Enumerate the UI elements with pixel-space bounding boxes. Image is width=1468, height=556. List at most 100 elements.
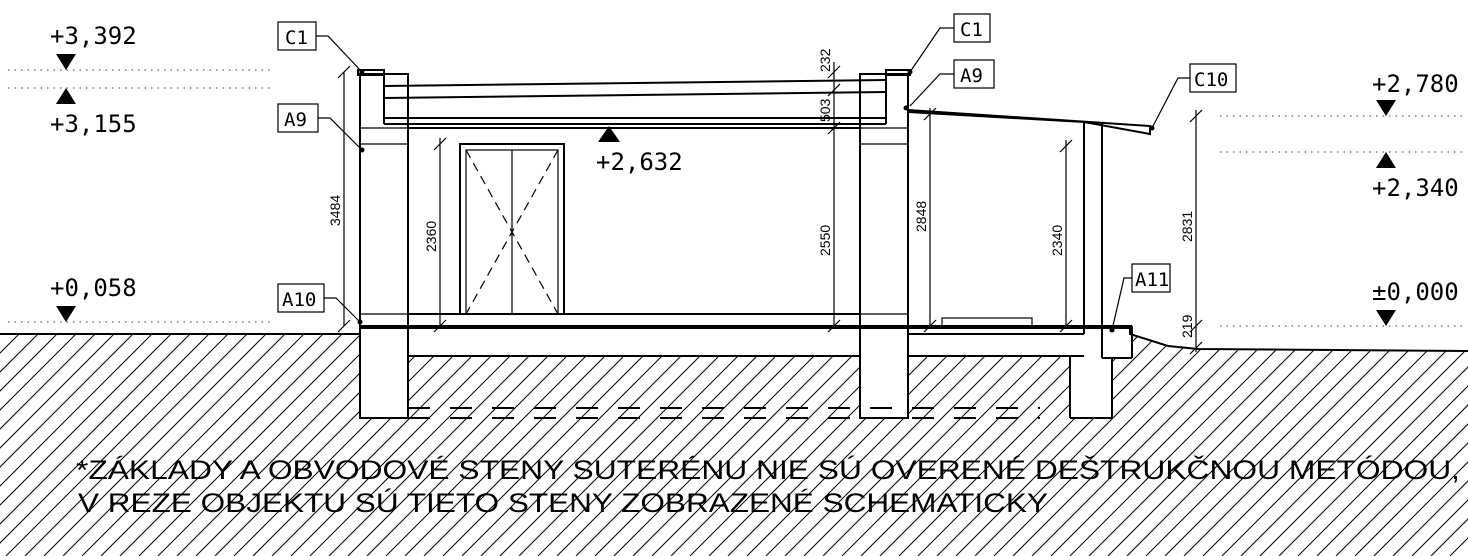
hatch-line	[499, 334, 731, 556]
hatch-line	[214, 334, 446, 556]
level-label-3155: +3,155	[50, 110, 137, 138]
hatch-line	[727, 334, 959, 556]
hatch-line	[119, 334, 351, 556]
dim-232: 232	[817, 48, 833, 72]
level-label-0000: ±0,000	[1372, 278, 1459, 306]
dim-3484: 3484	[327, 195, 343, 226]
hatch-line	[0, 334, 28, 556]
hatch-line	[841, 334, 1073, 556]
hatch-line	[803, 334, 1035, 556]
note-line-2: V REZE OBJEKTU SÚ TIETO STENY ZOBRAZENÉ …	[78, 487, 1048, 518]
hatch-line	[537, 334, 769, 556]
level-marker-down	[56, 54, 76, 70]
dimension-lines	[337, 62, 1203, 355]
hatch-line	[0, 334, 218, 556]
hatch-line	[1221, 334, 1453, 556]
hatch-line	[1202, 334, 1434, 556]
level-marker-down	[1376, 100, 1396, 116]
dim-2848: 2848	[913, 201, 929, 232]
hatch-line	[404, 334, 636, 556]
hatch-line	[0, 334, 199, 556]
hatch-line	[423, 334, 655, 556]
hatch-line	[252, 334, 484, 556]
hatch-line	[632, 334, 864, 556]
level-label-2780: +2,780	[1372, 70, 1459, 98]
dim-2550: 2550	[817, 225, 833, 256]
hatch-line	[765, 334, 997, 556]
dim-503: 503	[817, 98, 833, 122]
hatch-line	[1335, 334, 1468, 556]
hatch-line	[385, 334, 617, 556]
hatch-line	[1278, 334, 1468, 556]
tag-c10: C10	[1194, 69, 1228, 91]
level-marker-up	[1376, 152, 1396, 168]
hatch-line	[1088, 334, 1320, 556]
hatch-line	[1145, 334, 1377, 556]
hatch-line	[1107, 334, 1339, 556]
hatch-line	[1126, 334, 1358, 556]
level-label-3392: +3,392	[50, 22, 137, 50]
hatch-line	[1392, 334, 1468, 556]
door	[459, 143, 565, 315]
level-label-2340: +2,340	[1372, 174, 1459, 202]
hatch-line	[1240, 334, 1468, 556]
annex	[907, 109, 1151, 419]
dim-2831: 2831	[1179, 211, 1195, 242]
level-marker-down	[1376, 310, 1396, 326]
level-label-2632: +2,632	[596, 148, 683, 176]
hatch-line	[594, 334, 826, 556]
hatch-line	[62, 334, 294, 556]
hatch-line	[366, 334, 598, 556]
hatch-line	[784, 334, 1016, 556]
hatch-line	[575, 334, 807, 556]
hatch-line	[936, 334, 1168, 556]
level-reference-lines	[8, 69, 1462, 327]
hatch-line	[746, 334, 978, 556]
hatch-line	[860, 334, 1092, 556]
ground-hatching	[0, 334, 1468, 556]
hatch-line	[556, 334, 788, 556]
main-roof	[383, 74, 887, 125]
footing-dashed-lines	[408, 407, 1040, 419]
hatch-line	[1259, 334, 1468, 556]
hatch-line	[43, 334, 275, 556]
hatch-line	[0, 334, 161, 556]
hatch-line	[651, 334, 883, 556]
hatch-line	[0, 334, 104, 556]
hatch-line	[0, 334, 142, 556]
hatch-line	[138, 334, 370, 556]
hatch-line	[822, 334, 1054, 556]
hatch-line	[290, 334, 522, 556]
dim-2360: 2360	[423, 221, 439, 252]
hatch-line	[613, 334, 845, 556]
hatch-line	[518, 334, 750, 556]
hatch-line	[1354, 334, 1468, 556]
level-label-0058: +0,058	[50, 274, 137, 302]
hatch-line	[157, 334, 389, 556]
dim-2340: 2340	[1049, 225, 1065, 256]
hatch-line	[1164, 334, 1396, 556]
hatch-line	[328, 334, 560, 556]
hatch-line	[233, 334, 465, 556]
level-marker-down	[56, 306, 76, 322]
hatch-line	[1031, 334, 1263, 556]
hatch-line	[24, 334, 256, 556]
hatch-line	[0, 334, 66, 556]
hatch-line	[461, 334, 693, 556]
tag-a9-right: A9	[960, 65, 983, 87]
hatch-line	[1316, 334, 1468, 556]
hatch-line	[81, 334, 313, 556]
foundation-masks	[360, 326, 1132, 418]
tag-a9-left: A9	[284, 109, 307, 131]
level-markers	[56, 54, 1396, 326]
hatch-line	[1183, 334, 1415, 556]
hatch-line	[0, 334, 180, 556]
hatch-line	[1297, 334, 1468, 556]
hatch-line	[442, 334, 674, 556]
hatch-line	[5, 334, 237, 556]
hatch-line	[309, 334, 541, 556]
hatch-line	[100, 334, 332, 556]
hatch-line	[1050, 334, 1282, 556]
tag-leaders	[316, 27, 1190, 333]
